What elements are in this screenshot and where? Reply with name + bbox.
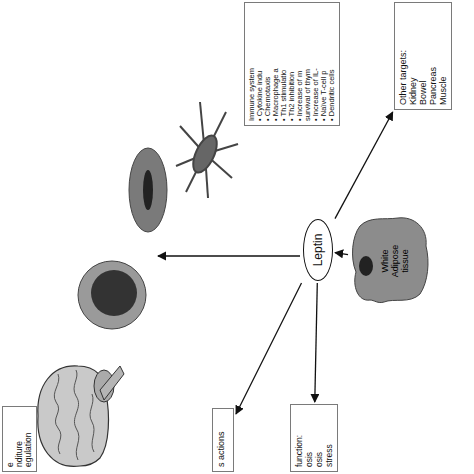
arrow-connector (315, 283, 318, 402)
node-heading: e (6, 411, 15, 467)
arrow-connector (335, 253, 348, 255)
dendritic-cell (176, 102, 238, 198)
node-text: • Naïve T-cell p (320, 7, 328, 121)
node-heading: Immune system (248, 7, 256, 121)
immune-box: Immune system• Cytokine indu• Chemotaxis… (244, 2, 340, 126)
node-text: • Cytokine indu (256, 7, 264, 121)
leptin-oval: Leptin (303, 219, 333, 281)
node-text: • Increase of IL- (312, 7, 320, 121)
node-heading: Leptin (311, 234, 325, 267)
node-heading: White Adipose tissue (380, 234, 410, 288)
node-text: egulation (24, 411, 33, 467)
arrow-connector (335, 112, 393, 219)
node-heading: function: (294, 409, 304, 467)
node-text: Kidney (408, 7, 418, 105)
node-text: • Th1 stimulatio (280, 7, 288, 121)
node-text: Pancreas (428, 7, 438, 105)
leptin-to-cells-arrow (158, 255, 300, 256)
node-text: • Macrophage a (272, 7, 280, 121)
node-text: survival of thym (304, 7, 312, 121)
adipose-tissue: White Adipose tissue (350, 216, 430, 306)
brain-box: enditureegulation (2, 406, 37, 472)
brain-illustration (38, 366, 124, 467)
arrow-connector (236, 283, 302, 414)
node-text: • Th2 inhibition (288, 7, 296, 121)
node-text: • Chemotaxis (264, 7, 272, 121)
function-box: function:osisosisstress (290, 404, 338, 472)
macrophage-cell (129, 148, 167, 232)
node-heading: Other targets: (398, 7, 408, 105)
targets-box: Other targets:KidneyBowelPancreasMuscle (394, 2, 452, 110)
immune-cell (78, 261, 146, 329)
actions-box: s actions (212, 408, 234, 472)
node-text: Bowel (418, 7, 428, 105)
node-text: osis (314, 409, 324, 467)
node-text: Muscle (438, 7, 448, 105)
node-text: nditure (15, 411, 24, 467)
node-text: • Dendritic cells (328, 7, 336, 121)
node-text: osis (304, 409, 314, 467)
node-text: • Increase of m (296, 7, 304, 121)
node-heading: s actions (216, 413, 227, 467)
node-text: stress (324, 409, 334, 467)
